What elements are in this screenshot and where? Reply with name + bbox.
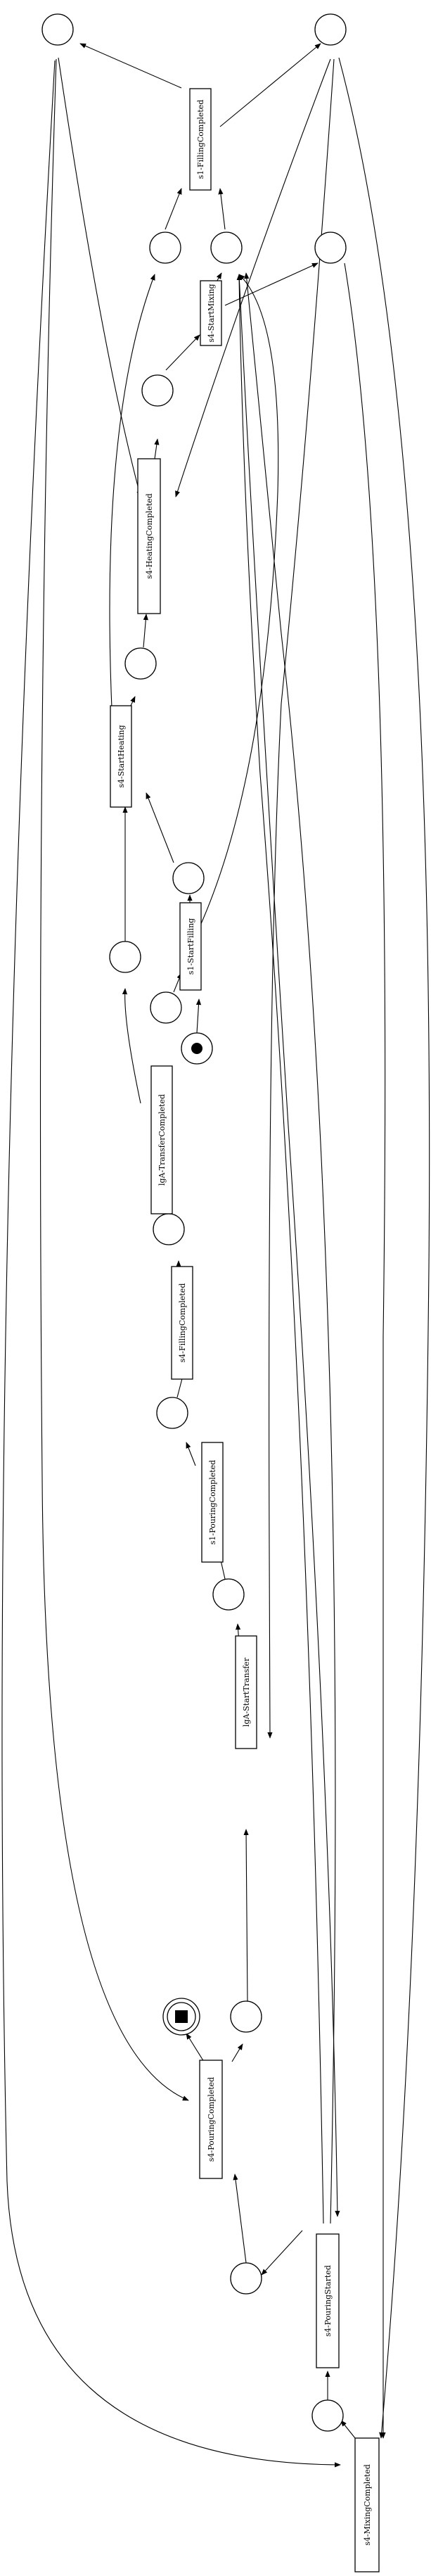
transition-label: s4-PouringCompleted (207, 2077, 216, 2162)
place (141, 374, 174, 407)
place (172, 862, 205, 894)
transition-s1-filling-completed[interactable]: s1-FillingCompleted (189, 88, 212, 191)
arc (233, 2174, 247, 2264)
transition-label: s4-HeatingCompleted (145, 493, 154, 579)
transition-lga-start-transfer[interactable]: lgA-StartTransfer (235, 1635, 257, 1749)
arc (186, 2033, 205, 2062)
arc (195, 998, 202, 1034)
arc (200, 274, 279, 926)
arc (231, 2043, 243, 2062)
transition-label: s4-FillingCompleted (178, 1283, 187, 1363)
place (153, 1213, 185, 1245)
transition-label: s1-StartFilling (186, 918, 195, 975)
token (191, 1043, 202, 1054)
places (41, 13, 347, 2432)
arc (58, 57, 142, 497)
transition-s4-start-mixing[interactable]: s4-StartMixing (200, 280, 222, 346)
arc (146, 792, 174, 863)
place (314, 231, 347, 264)
arc (143, 614, 148, 648)
arc (261, 2230, 303, 2276)
place (109, 941, 141, 973)
arc (186, 1442, 196, 1466)
arc (175, 58, 331, 497)
transition-label: s1-FillingCompleted (196, 100, 205, 179)
arc (244, 272, 336, 2224)
arc (39, 58, 189, 2101)
transition-label: s4-PouringStarted (323, 2265, 333, 2337)
arc (344, 262, 386, 2439)
transition-label: s1-PouringCompleted (208, 1460, 217, 1544)
arc (109, 274, 155, 725)
place (150, 991, 182, 1024)
transition-s4-heating-completed[interactable]: s4-HeatingCompleted (137, 458, 161, 614)
arc (236, 274, 324, 2224)
place (212, 1578, 245, 1611)
place (311, 2399, 344, 2432)
arc (165, 334, 200, 371)
transition-s4-start-heating[interactable]: s4-StartHeating (110, 705, 132, 808)
transition-lga-transfer-completed[interactable]: lgA-TransferCompleted (150, 1065, 173, 1214)
place (210, 231, 243, 264)
arc (122, 988, 141, 1104)
place (230, 2262, 262, 2295)
arc (154, 438, 160, 459)
transition-s4-filling-completed[interactable]: s4-FillingCompleted (171, 1266, 193, 1380)
arc (1, 60, 341, 2468)
transitions: s1-FillingCompleted s4-StartMixing s4-He… (110, 88, 380, 2572)
place (230, 2000, 262, 2033)
place (156, 1397, 188, 1429)
arc (338, 57, 430, 2439)
transition-label: lgA-StartTransfer (242, 1657, 251, 1727)
transition-s4-pouring-started[interactable]: s4-PouringStarted (316, 2233, 340, 2368)
arc (218, 188, 226, 230)
place (314, 13, 347, 46)
arc (79, 43, 182, 89)
transition-label: lgA-TransferCompleted (157, 1094, 167, 1186)
final-marker (175, 2010, 188, 2023)
transition-label: s4-StartHeating (117, 725, 126, 787)
transition-s4-mixing-completed[interactable]: s4-MixingCompleted (354, 2437, 380, 2572)
arc (219, 43, 321, 127)
transition-s4-pouring-completed[interactable]: s4-PouringCompleted (199, 2060, 223, 2179)
place (149, 231, 181, 264)
arc (165, 188, 182, 230)
transition-s1-start-filling[interactable]: s1-StartFilling (179, 902, 202, 991)
arc (243, 1829, 249, 2003)
transition-label: s4-StartMixing (207, 284, 216, 342)
transition-s1-pouring-completed[interactable]: s1-PouringCompleted (201, 1442, 224, 1563)
place (41, 13, 74, 46)
arc (340, 2420, 356, 2439)
transition-label: s4-MixingCompleted (363, 2464, 372, 2546)
place (124, 647, 157, 680)
arc (267, 58, 335, 1739)
arc (238, 274, 340, 2217)
